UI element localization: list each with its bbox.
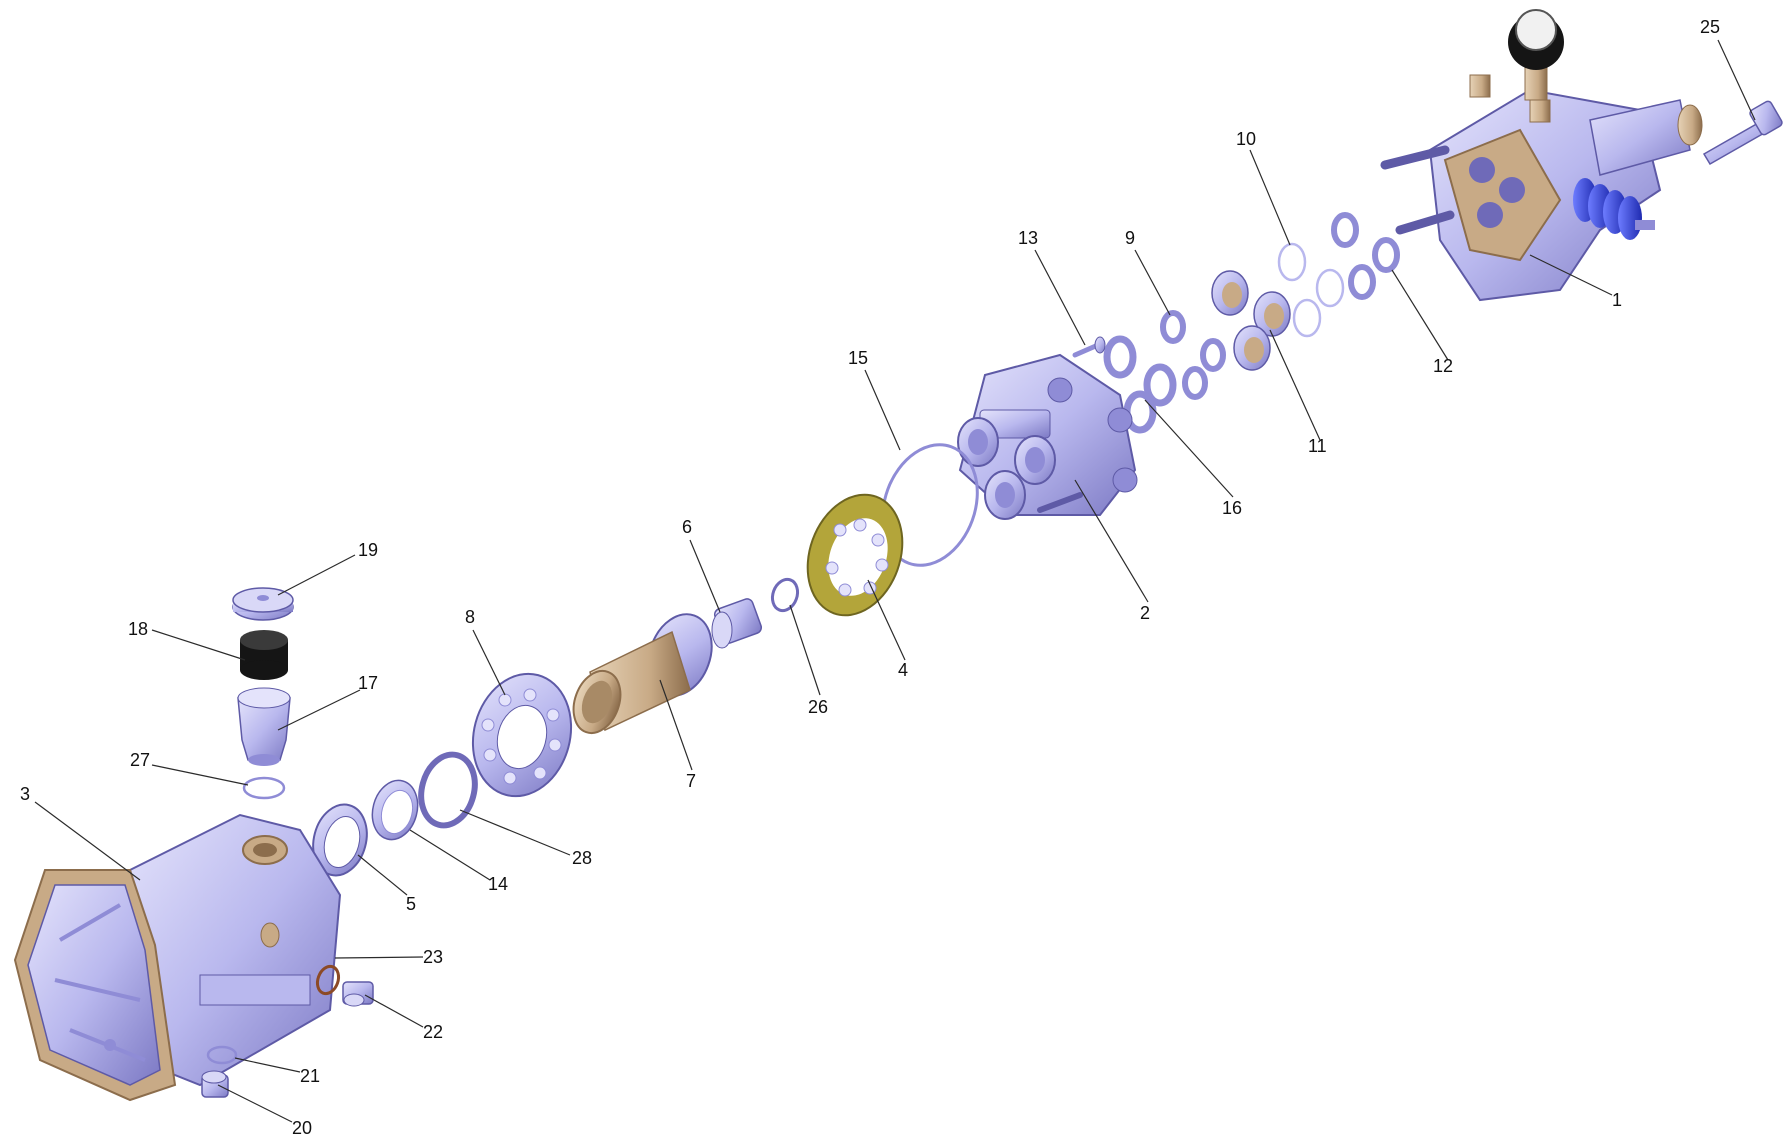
callout-9: 9 [1125,228,1135,248]
callout-17: 17 [358,673,378,693]
callout-7: 7 [686,771,696,791]
callout-5: 5 [406,894,416,914]
piston-lower [984,470,1026,520]
leader-10 [1249,149,1291,246]
leader-7 [659,679,693,771]
o-ring-10 [1277,242,1345,338]
piston-carrier-2 [957,353,1138,520]
leader-6 [689,539,721,613]
bushing-6 [711,598,763,649]
leader-26 [789,604,821,696]
washer-9 [1160,310,1226,400]
leader-18 [151,629,246,661]
callout-19: 19 [358,540,378,560]
o-ring-23 [315,964,341,996]
callout-6: 6 [682,517,692,537]
callout-18: 18 [128,619,148,639]
leader-1 [1529,254,1613,296]
leader-13 [1034,249,1086,346]
swash-plate-bearing-4 [806,493,904,617]
callout-2: 2 [1140,603,1150,623]
oil-cap-19 [232,587,294,621]
piston-middle [1014,435,1056,485]
callout-3: 3 [20,784,30,804]
leader-5 [357,854,408,896]
valve-seat-11 [1211,270,1291,371]
drive-shaft-sleeve-7 [572,613,713,734]
callout-25: 25 [1700,17,1720,37]
blue-unloader-spring [1573,178,1655,240]
o-ring-27 [242,776,286,800]
drain-plug-20 [201,1070,229,1098]
leader-2 [1074,479,1149,603]
seal-ring-16 [1103,335,1177,434]
leader-16 [1144,399,1234,498]
piston-upper [957,409,1051,467]
screw-13 [1072,336,1106,358]
leader-28 [459,809,571,856]
callout-15: 15 [848,348,868,368]
callout-26: 26 [808,697,828,717]
leader-20 [217,1084,293,1123]
rubber-seal-cap-18 [240,630,288,680]
callout-1: 1 [1612,290,1622,310]
callout-20: 20 [292,1118,312,1138]
callout-10: 10 [1236,129,1256,149]
callout-23: 23 [423,947,443,967]
spacer-ring-14 [371,779,419,841]
callout-28: 28 [572,848,592,868]
crankcase-housing-3 [13,813,342,1102]
o-ring-21 [206,1045,238,1065]
callout-11: 11 [1308,436,1327,456]
callout-labels: 25 1 10 12 11 9 13 16 15 2 6 4 26 7 8 19… [20,17,1720,1138]
leader-23 [334,956,424,959]
leader-22 [364,994,424,1028]
leader-11 [1269,329,1321,441]
oil-reservoir-cup-17 [237,687,291,766]
leader-21 [234,1057,301,1073]
pump-head-manifold-1 [1380,9,1703,302]
threaded-ring-5 [312,803,368,877]
callouts [34,39,1756,1123]
leader-27 [151,764,249,786]
callout-27: 27 [130,750,150,770]
leader-15 [864,369,901,451]
bolt-25 [1702,100,1783,166]
callout-8: 8 [465,607,475,627]
leader-9 [1134,249,1171,316]
leader-19 [277,554,356,596]
callout-4: 4 [898,660,908,680]
callout-16: 16 [1222,498,1242,518]
callout-13: 13 [1018,228,1038,248]
callout-21: 21 [300,1066,320,1086]
callout-14: 14 [488,874,508,894]
leader-25 [1717,39,1756,121]
leader-3 [34,801,141,881]
callout-22: 22 [423,1022,443,1042]
leader-14 [409,829,491,881]
leader-8 [472,629,506,696]
large-o-ring-15 [881,443,979,567]
leader-4 [867,579,906,661]
washer-12 [1331,212,1400,300]
leader-17 [277,689,361,731]
plug-22 [342,981,374,1007]
ball-bearing-8 [471,672,573,798]
circlip-28 [418,751,478,829]
retaining-ring-26 [770,577,800,613]
leader-12 [1391,269,1449,361]
callout-12: 12 [1433,356,1453,376]
